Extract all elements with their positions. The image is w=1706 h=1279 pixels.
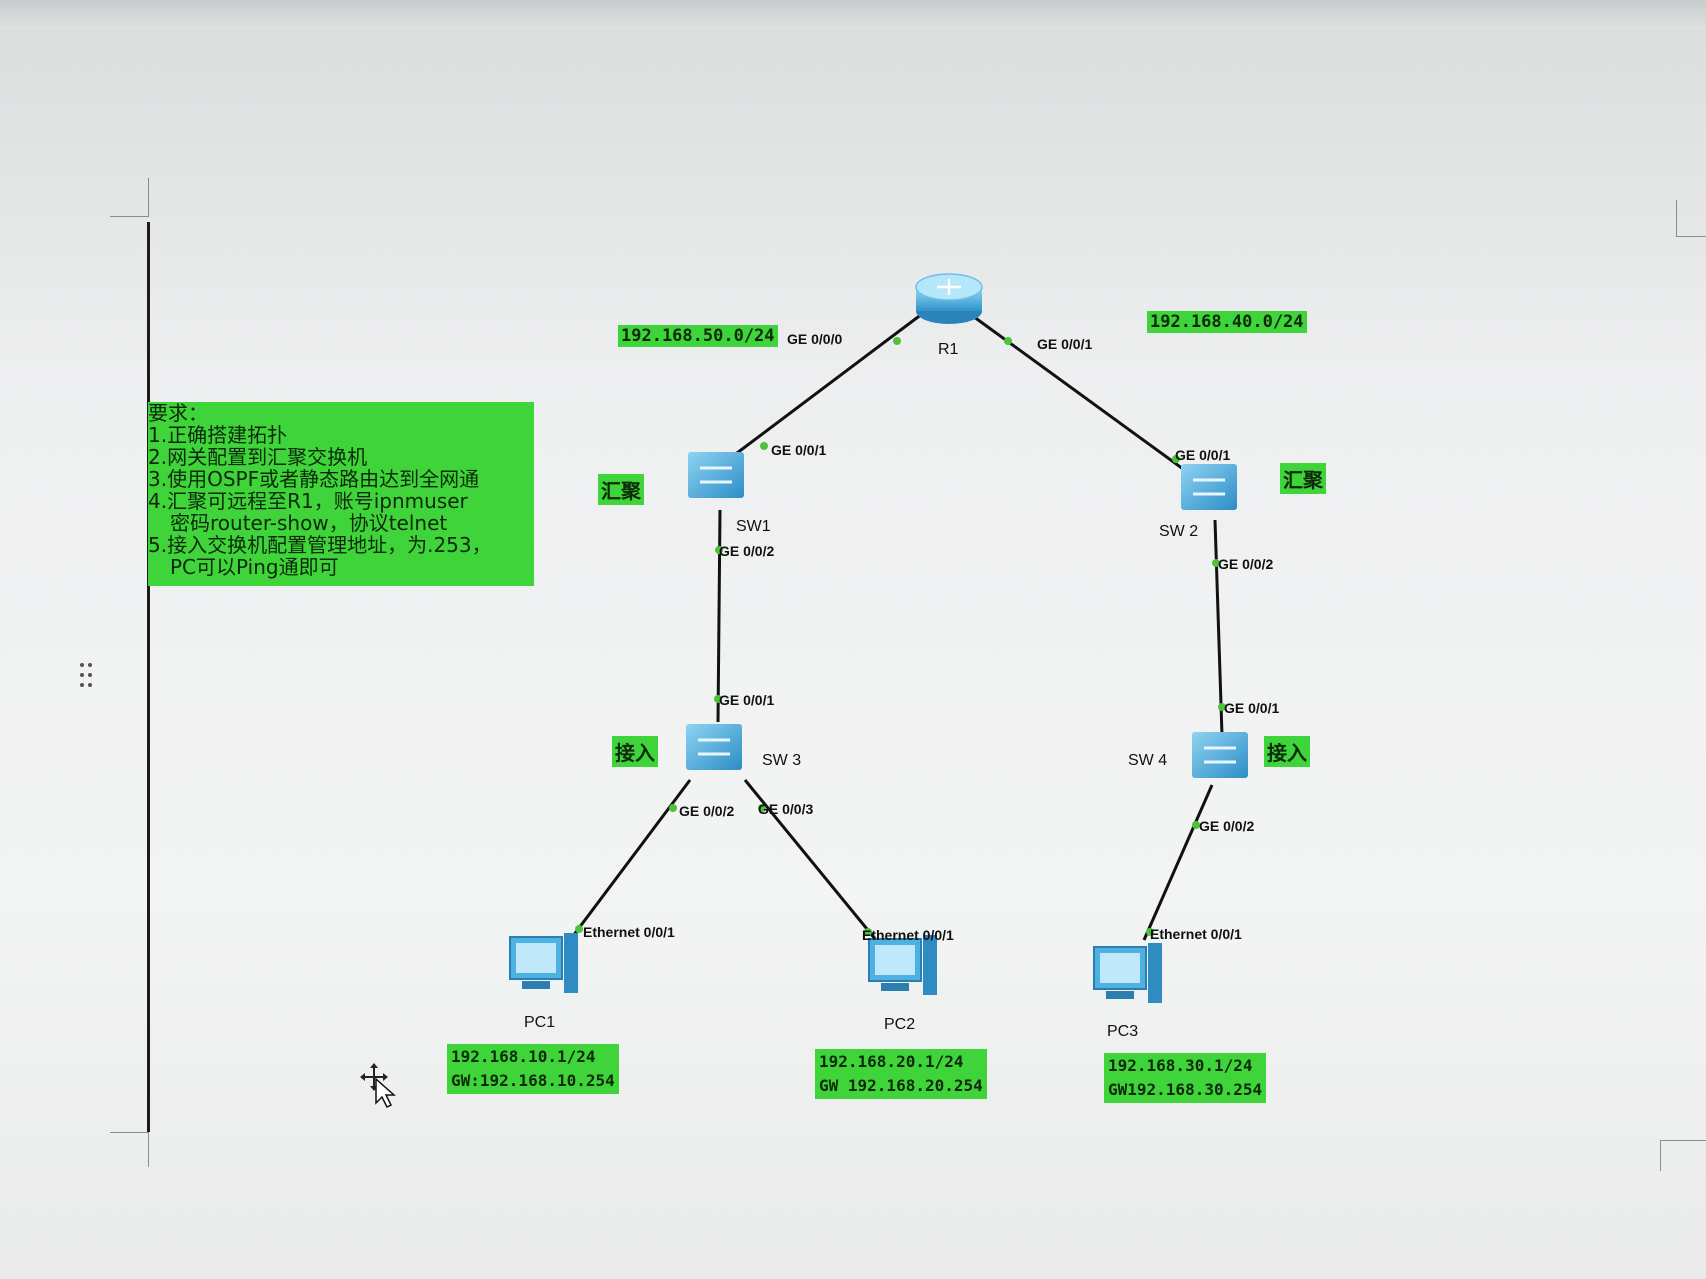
- requirement-item: 4.汇聚可远程至R1，账号ipnmuser: [148, 489, 468, 513]
- document-left-rule: [147, 222, 150, 1132]
- switch-sw3-icon[interactable]: [686, 724, 742, 770]
- page-corner-mark: [1676, 200, 1706, 237]
- page-corner-mark: [110, 178, 149, 217]
- pc3-address-box: 192.168.30.1/24 GW192.168.30.254: [1104, 1053, 1267, 1103]
- port-label: GE 0/0/2: [719, 543, 774, 559]
- page-top-edge: [0, 0, 1706, 30]
- port-dot: [760, 442, 768, 450]
- port-label: Ethernet 0/0/1: [583, 924, 675, 940]
- port-label: GE 0/0/2: [1218, 556, 1273, 572]
- requirements-box: 要求： 1.正确搭建拓扑 2.网关配置到汇聚交换机 3.使用OSPF或者静态路由…: [148, 402, 534, 586]
- pc1-address-box: 192.168.10.1/24 GW:192.168.10.254: [447, 1044, 619, 1094]
- links: [568, 312, 1224, 941]
- pc3-gateway: GW192.168.30.254: [1108, 1080, 1263, 1099]
- pc2-gateway: GW 192.168.20.254: [819, 1076, 983, 1095]
- port-dot: [714, 695, 722, 703]
- device-label-r1: R1: [938, 341, 959, 358]
- link-r1-sw1: [724, 312, 923, 464]
- role-label-sw1: 汇聚: [598, 474, 644, 505]
- role-label-sw4: 接入: [1264, 736, 1310, 767]
- port-dot: [893, 337, 901, 345]
- device-label-pc3: PC3: [1107, 1023, 1138, 1040]
- pc2-address-box: 192.168.20.1/24 GW 192.168.20.254: [815, 1049, 987, 1099]
- pc1-ip: 192.168.10.1/24: [451, 1047, 596, 1066]
- pc1-gateway: GW:192.168.10.254: [451, 1071, 615, 1090]
- requirement-item: PC可以Ping通即可: [170, 555, 339, 579]
- pc-pc1-icon[interactable]: [509, 933, 578, 993]
- port-dot: [669, 804, 677, 812]
- port-dot: [1172, 455, 1180, 463]
- port-dot: [758, 804, 766, 812]
- requirements-title: 要求：: [148, 401, 208, 425]
- requirement-item: 密码router-show，协议telnet: [170, 511, 448, 535]
- move-cursor-icon: [360, 1063, 396, 1109]
- port-label: GE 0/0/2: [1199, 818, 1254, 834]
- port-dot: [715, 546, 723, 554]
- link-sw4-pc3: [1142, 784, 1214, 941]
- port-label: GE 0/0/1: [771, 442, 826, 458]
- port-dot: [1212, 559, 1220, 567]
- requirement-item: 2.网关配置到汇聚交换机: [148, 445, 368, 469]
- port-label: GE 0/0/1: [719, 692, 774, 708]
- device-label-sw4: SW 4: [1128, 752, 1167, 769]
- switch-sw1-icon[interactable]: [688, 452, 744, 498]
- device-label-sw2: SW 2: [1159, 523, 1198, 540]
- requirement-item: 5.接入交换机配置管理地址，为.253，: [148, 533, 492, 557]
- port-dot: [864, 928, 872, 936]
- page-corner-mark: [1660, 1140, 1706, 1171]
- port-label: GE 0/0/1: [1037, 336, 1092, 352]
- pc2-ip: 192.168.20.1/24: [819, 1052, 964, 1071]
- pc-pc2-icon[interactable]: [868, 935, 937, 995]
- switch-sw4-icon[interactable]: [1192, 732, 1248, 778]
- link-sw2-sw4: [1213, 519, 1224, 736]
- port-label: GE 0/0/1: [1224, 700, 1279, 716]
- device-label-sw1: SW1: [736, 518, 771, 535]
- device-label-pc1: PC1: [524, 1014, 555, 1031]
- port-dot: [1146, 928, 1154, 936]
- port-label: GE 0/0/0: [787, 331, 842, 347]
- switch-sw2-icon[interactable]: [1181, 464, 1237, 510]
- role-label-sw3: 接入: [612, 736, 658, 767]
- port-dot: [1192, 821, 1200, 829]
- pc-pc3-icon[interactable]: [1093, 943, 1162, 1003]
- network-label-right: 192.168.40.0/24: [1147, 311, 1307, 333]
- port-dot: [1218, 703, 1226, 711]
- network-label-left: 192.168.50.0/24: [618, 325, 778, 347]
- requirement-item: 3.使用OSPF或者静态路由达到全网通: [148, 467, 480, 491]
- pc3-ip: 192.168.30.1/24: [1108, 1056, 1253, 1075]
- port-label: Ethernet 0/0/1: [1150, 926, 1242, 942]
- page-corner-mark: [110, 1132, 149, 1167]
- role-label-sw2: 汇聚: [1280, 463, 1326, 494]
- drag-handle-icon[interactable]: [80, 663, 94, 689]
- device-label-sw3: SW 3: [762, 752, 801, 769]
- port-label: GE 0/0/1: [1175, 447, 1230, 463]
- link-sw3-pc2: [743, 779, 878, 941]
- link-sw1-sw3: [716, 509, 722, 723]
- port-label: GE 0/0/3: [758, 801, 813, 817]
- device-label-pc2: PC2: [884, 1016, 915, 1033]
- link-sw3-pc1: [568, 779, 692, 941]
- port-label: Ethernet 0/0/1: [862, 927, 954, 943]
- port-label: GE 0/0/2: [679, 803, 734, 819]
- router-r1-icon[interactable]: [915, 273, 983, 324]
- port-dot: [575, 925, 583, 933]
- port-dot: [1004, 337, 1012, 345]
- requirement-item: 1.正确搭建拓扑: [148, 423, 288, 447]
